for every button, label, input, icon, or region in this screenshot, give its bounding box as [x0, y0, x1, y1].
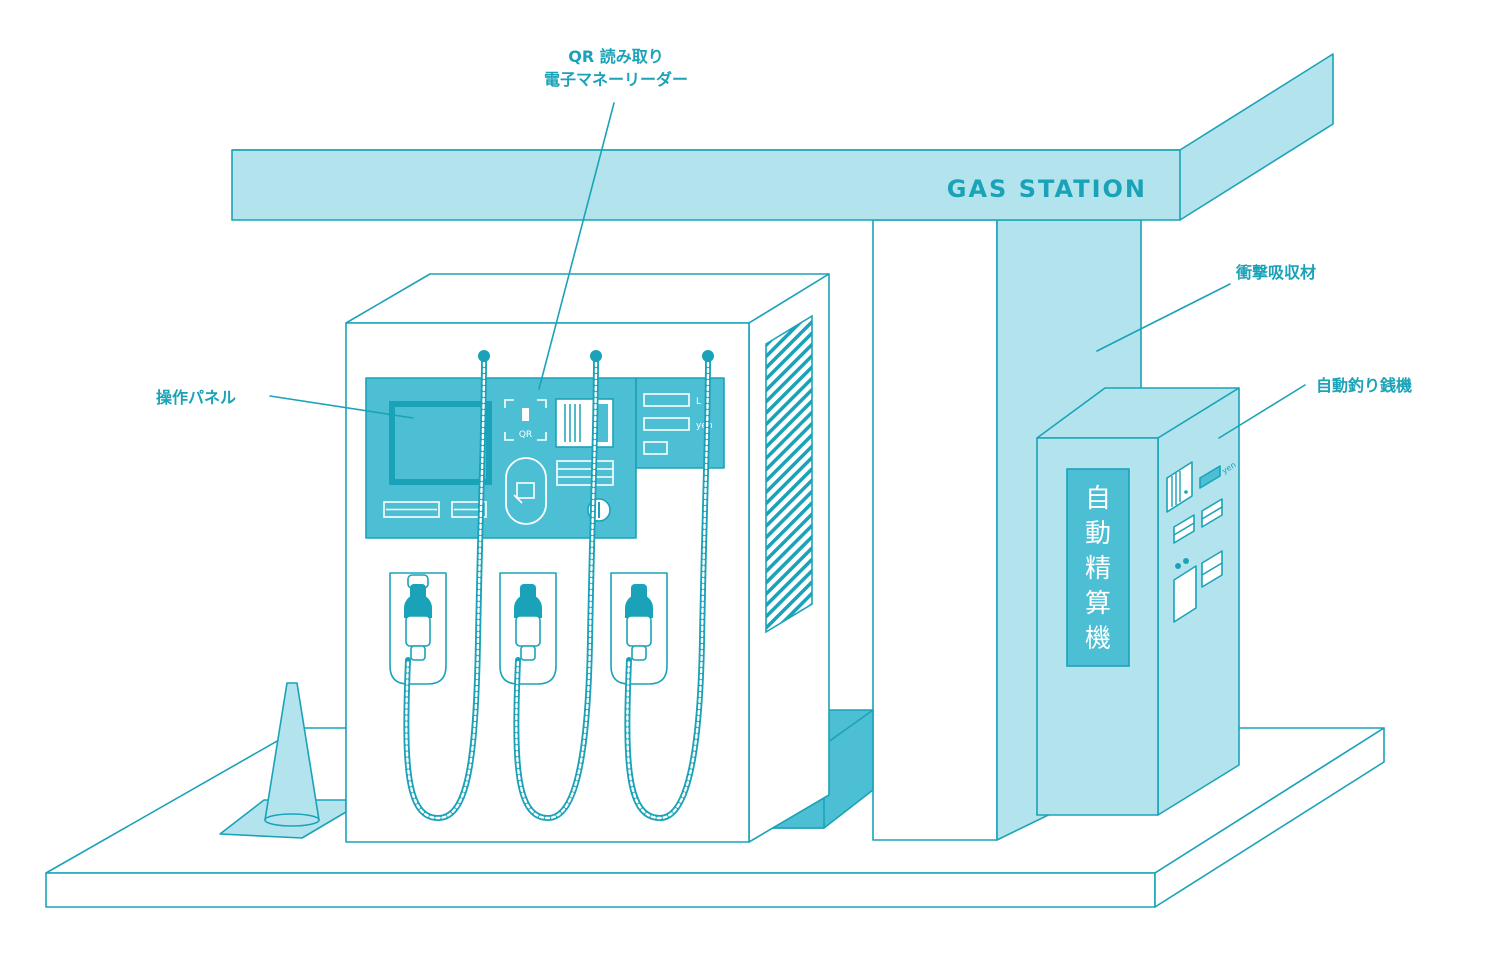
label-qr-reader-line1: QR 読み取り — [568, 47, 664, 66]
callout-lines — [269, 102, 1306, 439]
qr-text: QR — [519, 430, 532, 440]
kiosk-title-char-4: 算 — [1085, 589, 1111, 619]
label-qr-reader-line2: 電子マネーリーダー — [544, 70, 688, 89]
hose-anchor-3 — [702, 350, 714, 362]
kiosk-title-char-2: 動 — [1085, 519, 1111, 549]
qr-phone-icon — [522, 408, 529, 421]
nozzle-holder-1 — [389, 572, 447, 685]
canopy: GAS STATION — [231, 53, 1334, 221]
grade-readout — [643, 441, 668, 455]
fuel-pump: QR L yen — [345, 273, 830, 843]
hose-anchor-2 — [590, 350, 602, 362]
label-shock-absorber: 衝撃吸収材 — [1235, 263, 1316, 282]
hose-anchor-1 — [478, 350, 490, 362]
nozzle-holder-3 — [610, 572, 668, 685]
panel-button-right — [451, 501, 487, 518]
emoney-reader — [505, 457, 547, 525]
nozzle-holder-2 — [499, 572, 557, 685]
kiosk-side-controls: yen — [1166, 460, 1238, 623]
hoses — [403, 354, 711, 822]
card-touch-icon — [513, 482, 535, 504]
kiosk-title-panel — [1066, 468, 1130, 667]
qr-reader — [504, 399, 547, 441]
yen-readout — [643, 417, 690, 431]
canopy-sign: GAS STATION — [947, 175, 1147, 203]
label-change-machine: 自動釣り銭機 — [1316, 376, 1412, 395]
liter-readout — [643, 393, 690, 407]
kiosk-title-char-3: 精 — [1085, 554, 1111, 584]
control-screen — [395, 407, 486, 479]
bill-slot-lines — [564, 404, 581, 442]
auto-payment-kiosk: 自 動 精 算 機 yen — [1036, 387, 1240, 816]
panel-button-left — [383, 501, 440, 518]
kiosk-title-char-5: 機 — [1085, 624, 1111, 654]
label-control-panel: 操作パネル — [156, 388, 236, 407]
kiosk-title-char-1: 自 — [1085, 484, 1111, 514]
liter-unit: L — [696, 397, 701, 407]
side-vent — [765, 314, 813, 634]
receipt-slot — [556, 460, 614, 486]
